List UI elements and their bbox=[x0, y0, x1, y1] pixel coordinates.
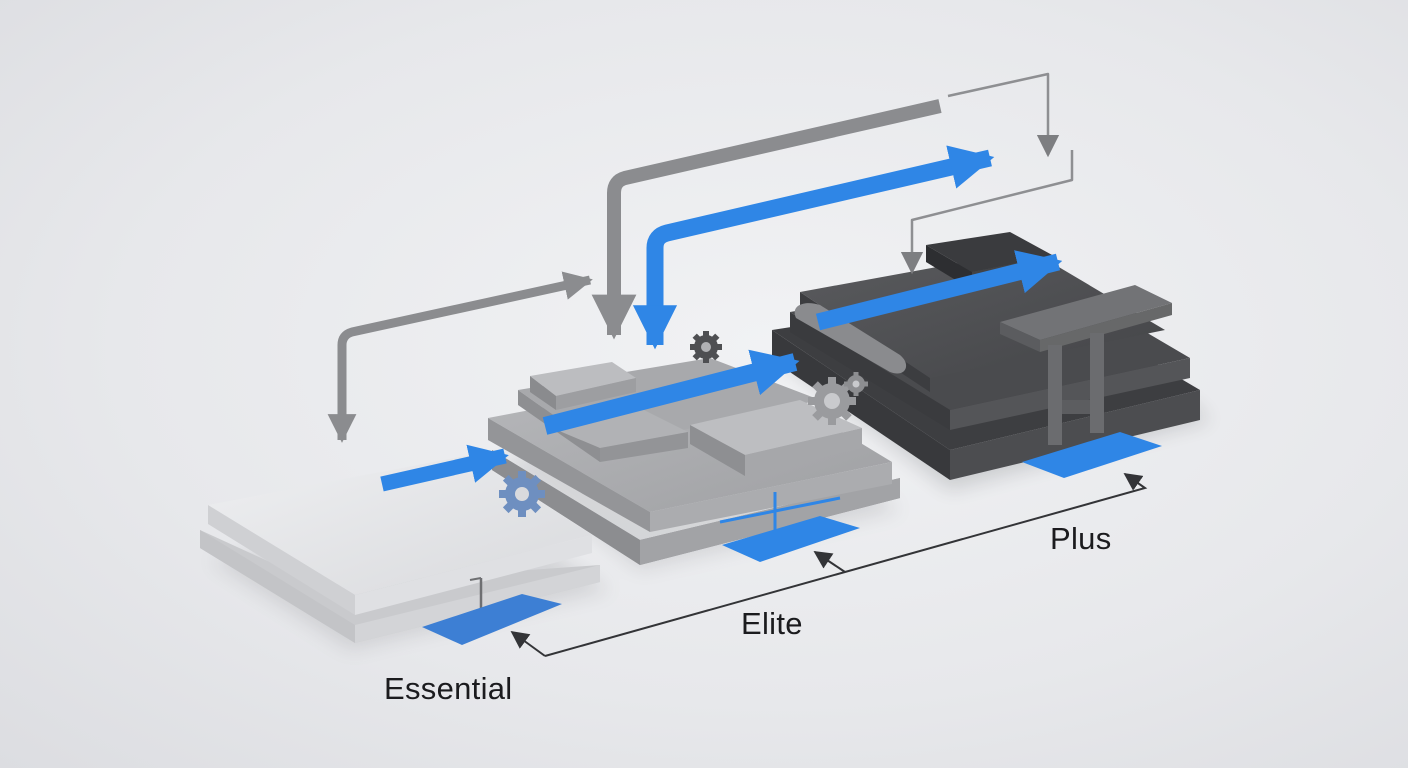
connector-to-essential bbox=[510, 630, 546, 657]
essential-platform bbox=[200, 455, 600, 645]
essential-base-pad bbox=[422, 594, 562, 645]
base-connector-line bbox=[544, 472, 1148, 657]
gear-icon bbox=[844, 372, 868, 396]
connector-to-elite bbox=[813, 551, 846, 573]
elite-base-pad bbox=[722, 516, 860, 562]
gray-flow-arrows bbox=[327, 72, 1074, 443]
blue-flow-arrows bbox=[380, 145, 1063, 492]
plus-base-pad bbox=[1022, 432, 1162, 478]
base-connector bbox=[510, 472, 1148, 657]
blue-arrow-elite bbox=[542, 349, 800, 435]
tier-label-elite: Elite bbox=[741, 606, 803, 641]
gray-thin-connector-top bbox=[947, 72, 1060, 158]
blue-arrow-essential bbox=[380, 444, 509, 492]
blue-arrow-big-loop bbox=[646, 145, 995, 340]
gear-icon bbox=[499, 471, 545, 517]
gray-arrow-into-essential bbox=[337, 271, 593, 440]
gray-thin-connector-plus bbox=[900, 150, 1074, 275]
gray-arrow-into-elite bbox=[591, 99, 942, 340]
gear-icon bbox=[690, 331, 722, 363]
blue-arrow-plus bbox=[815, 250, 1063, 331]
tier-label-essential: Essential bbox=[384, 671, 513, 706]
tier-label-plus: Plus bbox=[1050, 521, 1112, 556]
